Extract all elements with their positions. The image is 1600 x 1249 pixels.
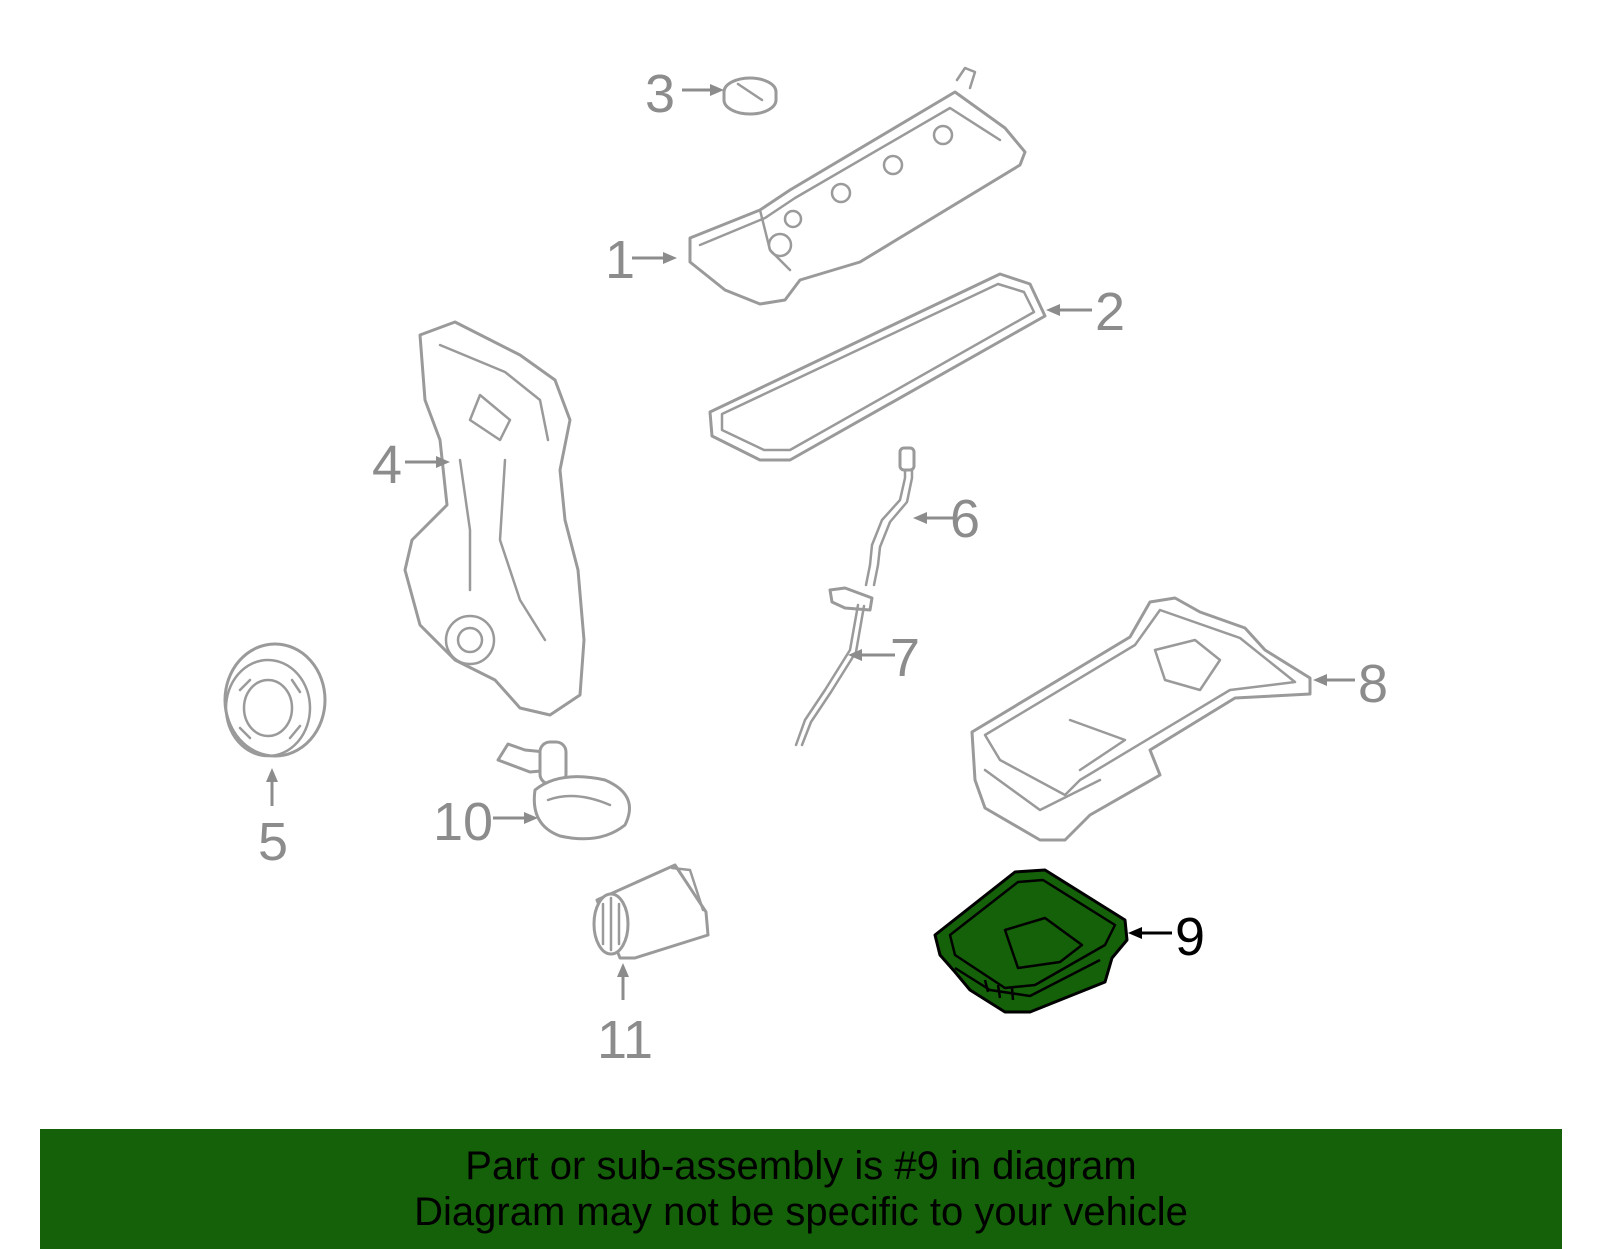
part-8-upper-oil-pan[interactable] xyxy=(970,596,1312,842)
callout-5: 5 xyxy=(258,812,288,872)
part-6-dipstick-tube[interactable] xyxy=(864,446,916,587)
part-9-oil-pan-highlighted[interactable] xyxy=(933,868,1129,1014)
part-4-timing-cover[interactable] xyxy=(403,320,586,717)
banner-line-2: Diagram may not be specific to your vehi… xyxy=(414,1190,1188,1234)
info-banner: Part or sub-assembly is #9 in diagram Di… xyxy=(40,1129,1562,1249)
part-10-oil-pickup[interactable] xyxy=(496,740,631,841)
callout-4: 4 xyxy=(372,435,402,495)
callout-10: 10 xyxy=(433,792,493,852)
part-7-dipstick[interactable] xyxy=(794,586,874,747)
part-1-valve-cover[interactable] xyxy=(688,66,1027,306)
leader-lines xyxy=(266,84,1355,1000)
callout-numbers: 3 1 2 4 5 6 7 8 10 11 9 xyxy=(258,64,1388,1070)
callout-8: 8 xyxy=(1358,654,1388,714)
callout-7: 7 xyxy=(890,628,920,688)
callout-2: 2 xyxy=(1095,282,1125,342)
part-11-oil-filter[interactable] xyxy=(592,863,710,960)
callout-6: 6 xyxy=(950,489,980,549)
callout-9-highlighted: 9 xyxy=(1175,907,1205,967)
part-5-crankshaft-pulley[interactable] xyxy=(223,642,327,758)
callout-3: 3 xyxy=(645,64,675,124)
part-2-valve-cover-gasket[interactable] xyxy=(708,272,1047,462)
callout-1: 1 xyxy=(605,230,635,290)
callout-11: 11 xyxy=(597,1010,653,1070)
banner-line-1: Part or sub-assembly is #9 in diagram xyxy=(465,1144,1137,1188)
part-3-oil-filler-cap[interactable] xyxy=(722,76,778,116)
